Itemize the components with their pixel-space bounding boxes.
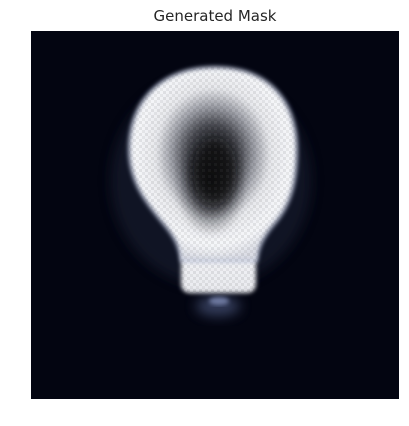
- lightbulb-mask-icon: [31, 31, 399, 399]
- figure-title: Generated Mask: [153, 7, 277, 25]
- generated-mask-image: [31, 31, 399, 399]
